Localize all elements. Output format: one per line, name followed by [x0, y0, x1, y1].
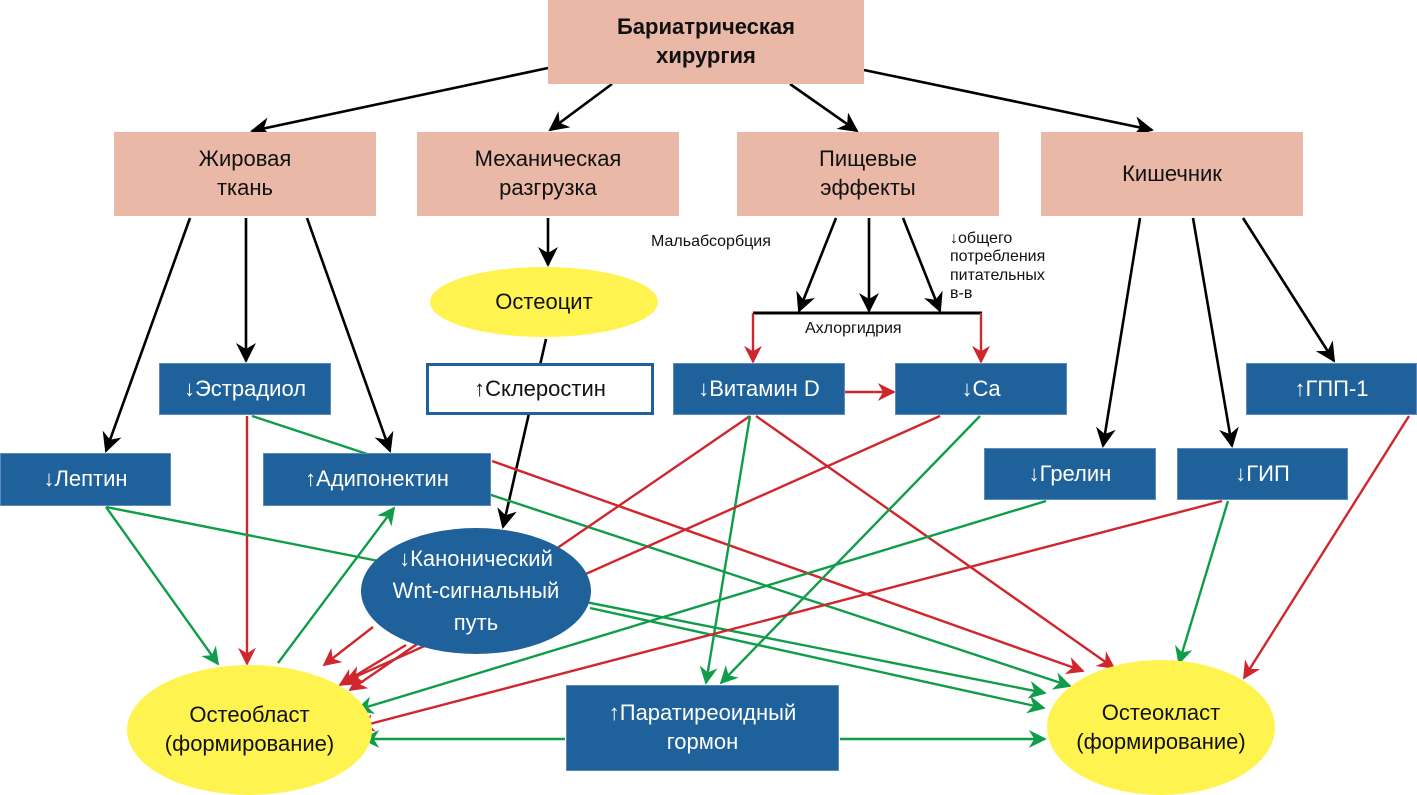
node-sclerostin: ↑Склеростин	[426, 363, 654, 415]
node-vitamin-d: ↓Витамин D	[673, 363, 845, 415]
node-calcium: ↓Ca	[895, 363, 1067, 415]
edge-wnt-to-osteoblast-1	[322, 626, 374, 667]
edge-intestine-to-gip	[1191, 217, 1239, 448]
edge-nutritional-malabsorption	[796, 217, 838, 313]
node-bariatric-surgery: Бариатрическая хирургия	[548, 0, 864, 84]
label-achlorhydria: Ахлоргидрия	[805, 320, 902, 337]
node-osteocyte: Остеоцит	[430, 267, 658, 337]
edge-bariatric-to-nutritional	[789, 82, 859, 133]
edge-intestine-to-glp1	[1241, 217, 1336, 363]
edge-gip-to-osteoclast	[1175, 500, 1230, 665]
node-gip: ↓ГИП	[1177, 448, 1348, 500]
edge-adiponectin-to-osteoclast	[491, 459, 1085, 675]
node-leptin: ↓Лептин	[0, 453, 171, 506]
node-parathyroid-hormone: ↑Паратиреоидный гормон	[566, 685, 839, 771]
node-estradiol: ↓Эстрадиол	[159, 363, 331, 415]
edge-intestine-to-ghrelin	[1096, 217, 1142, 448]
edge-bariatric-to-mechanical	[548, 82, 613, 132]
label-malabsorption: Мальабсорбция	[651, 233, 771, 250]
edge-vitamin-d-to-osteoclast	[755, 415, 1116, 670]
node-glp1: ↑ГПП-1	[1246, 363, 1417, 415]
edge-adipose-to-adiponectin	[305, 217, 394, 453]
node-canonical-wnt-pathway: ↓Канонический Wnt-сигнальный путь	[361, 528, 591, 654]
edge-calcium-to-pth	[719, 415, 981, 685]
node-ghrelin: ↓Грелин	[984, 448, 1156, 500]
node-intestine: Кишечник	[1041, 132, 1303, 216]
edge-gip-to-osteoblast	[356, 499, 1223, 732]
edge-ghrelin-to-osteoblast	[355, 499, 1047, 714]
node-osteoclast: Остеокласт (формирование)	[1047, 660, 1275, 795]
node-adiponectin: ↑Адипонектин	[263, 453, 491, 506]
edge-bariatric-to-intestine	[863, 68, 1154, 137]
edge-adipose-to-leptin	[102, 217, 192, 453]
edge-leptin-to-osteoblast	[105, 506, 220, 666]
edge-osteoblast-to-adiponectin	[277, 506, 396, 664]
edge-bariatric-to-adipose	[250, 66, 549, 138]
edge-wnt-right-to-osteoclast	[589, 606, 1046, 714]
edge-glp1-to-osteoclast	[1242, 415, 1411, 680]
node-nutritional-effects: Пищевые эффекты	[737, 132, 999, 216]
node-adipose-tissue: Жировая ткань	[114, 132, 376, 216]
edge-nutritional-reduced-intake	[901, 217, 943, 313]
node-osteoblast: Остеобласт (формирование)	[127, 665, 372, 795]
edge-vitamin-d-to-pth	[699, 415, 752, 685]
label-reduced-nutrient-intake: ↓общего потребления питательных в-в	[950, 230, 1046, 303]
node-mechanical-unloading: Механическая разгрузка	[417, 132, 679, 216]
